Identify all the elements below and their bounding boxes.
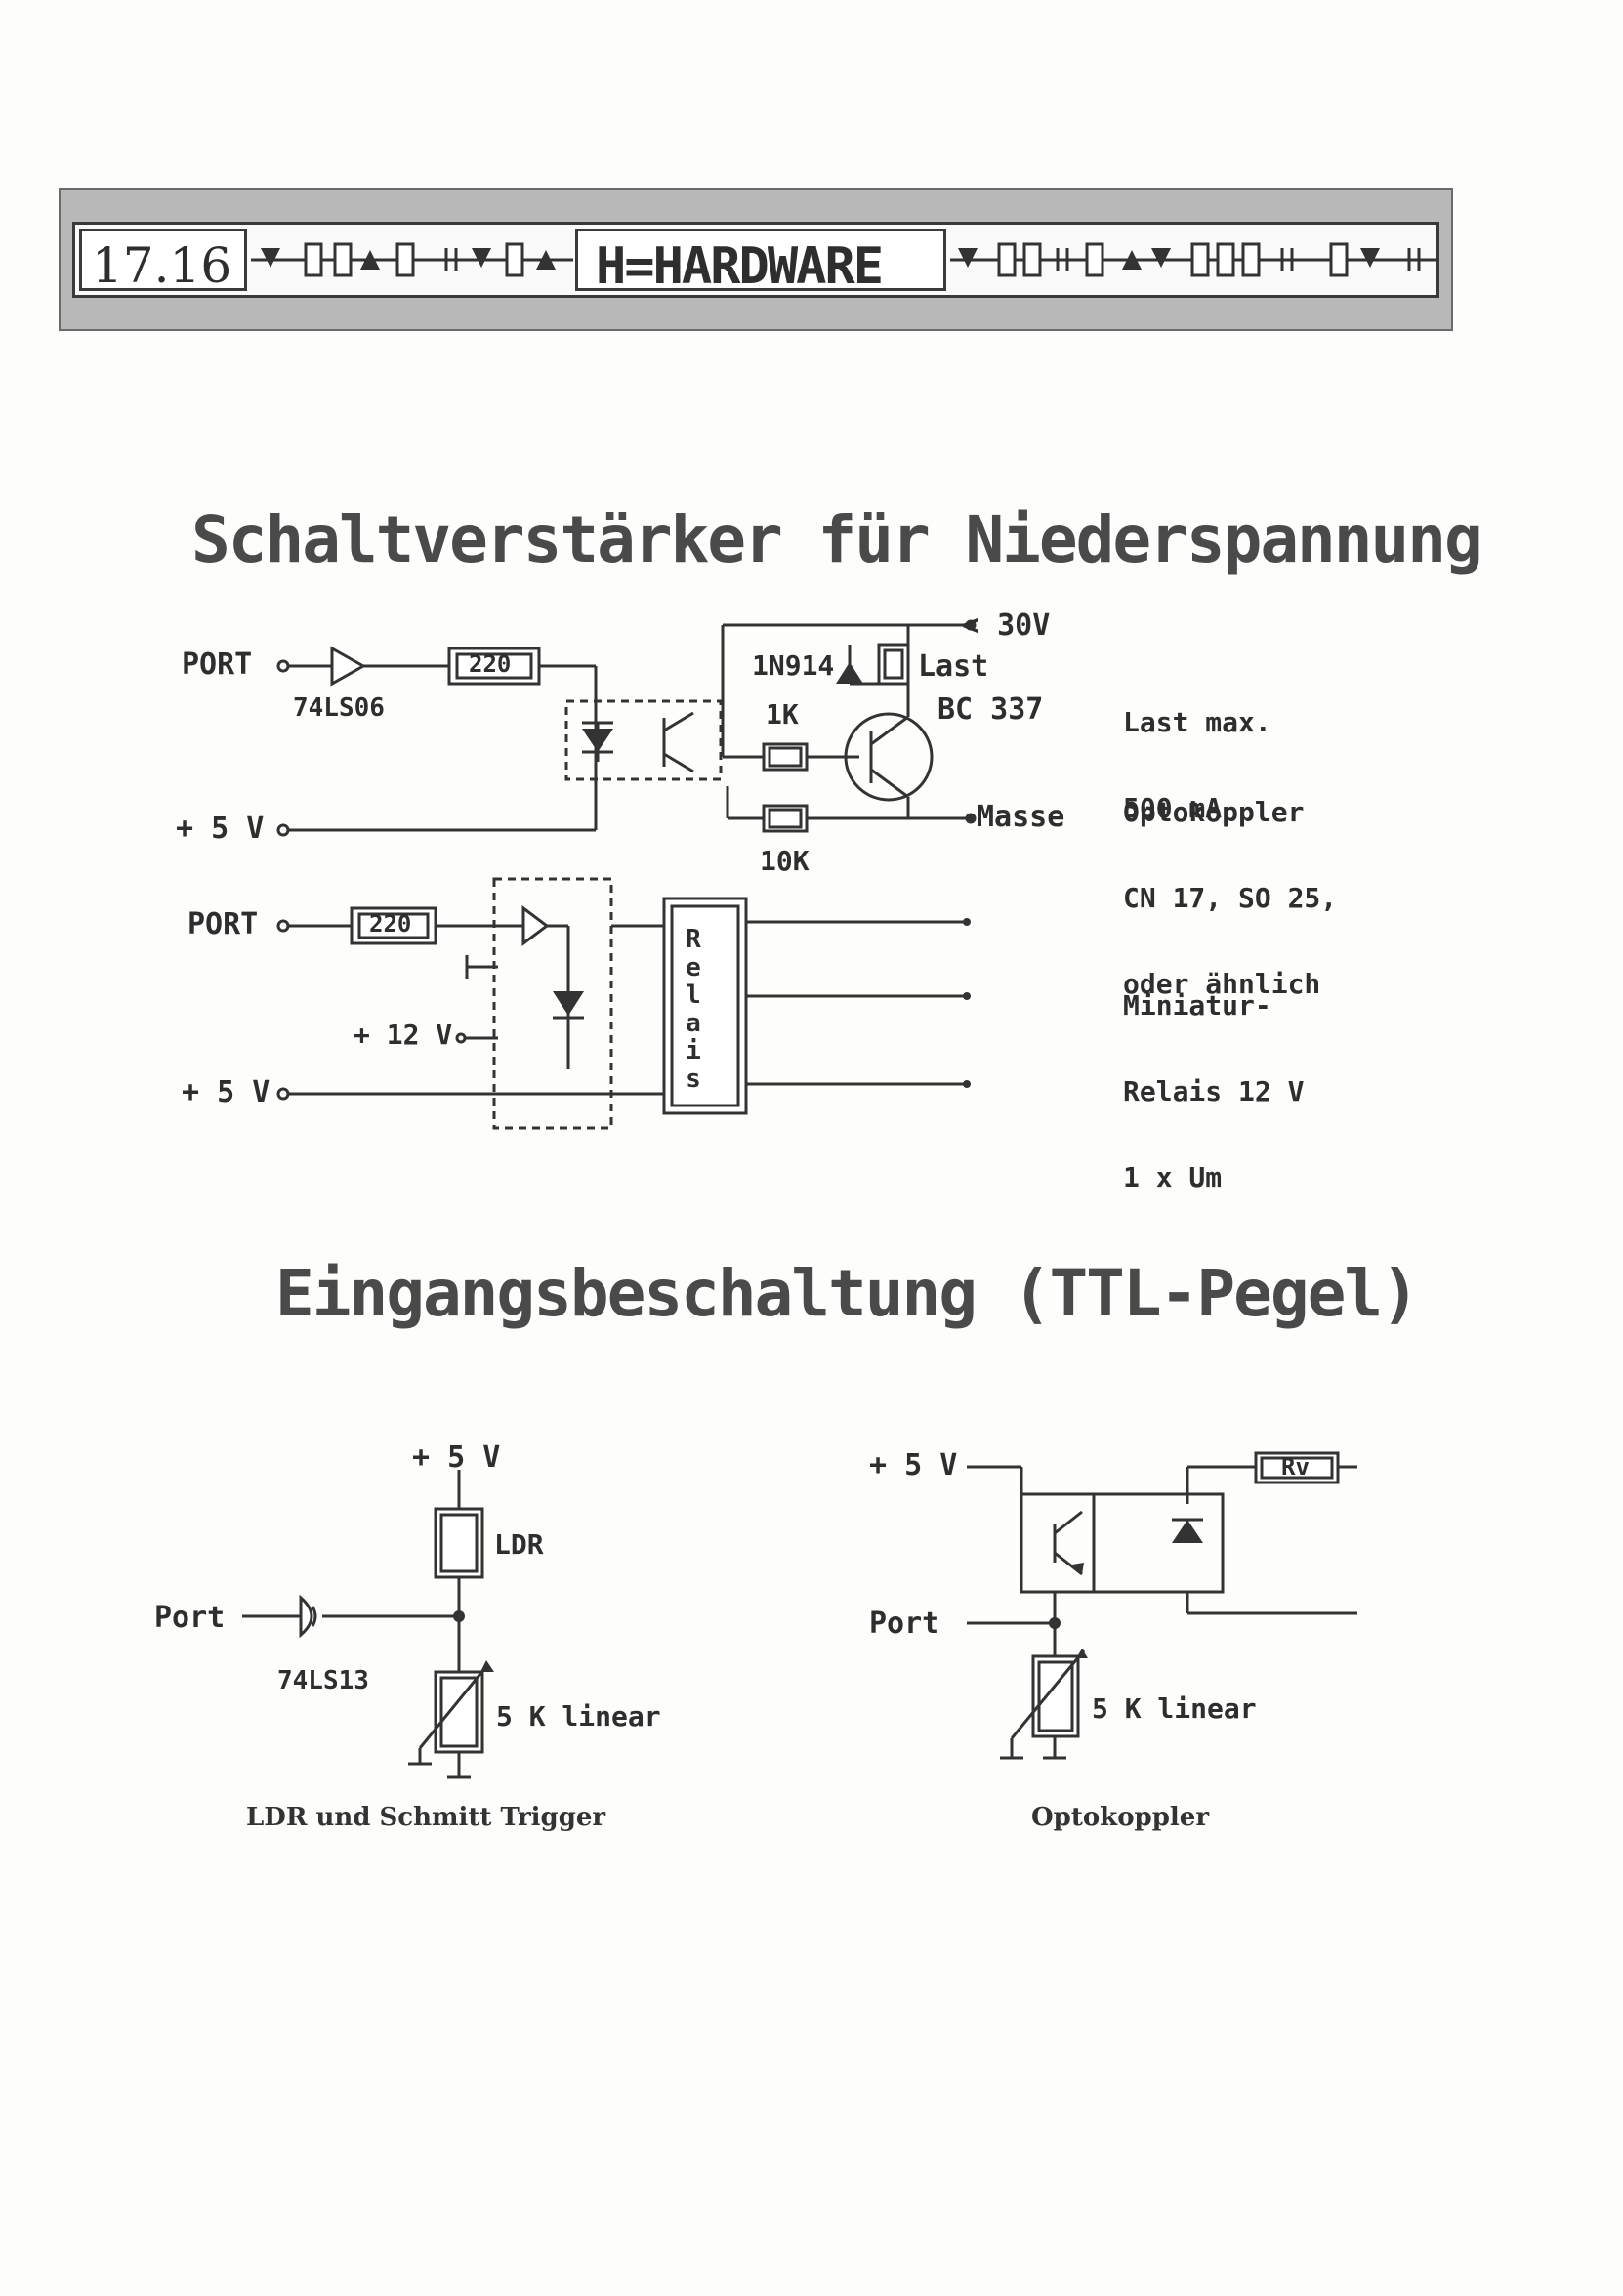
buffer-label: 74LS06: [293, 693, 385, 723]
v12-label: + 12 V: [354, 1019, 453, 1051]
note-line: Optokoppler: [1123, 795, 1305, 828]
note-line: Relais 12 V: [1123, 1074, 1305, 1107]
supply-label: < 30V: [962, 608, 1051, 643]
ic-74ls13-label: 74LS13: [277, 1666, 369, 1695]
section-title-input-circuit: Eingangsbeschaltung (TTL-Pegel): [275, 1256, 1420, 1331]
port-label: PORT: [182, 647, 253, 682]
ldr-label: LDR: [494, 1528, 544, 1561]
note-optocoupler: Optokoppler CN 17, SO 25, oder ähnlich: [1123, 740, 1337, 1056]
chapter-header-band: 17.16 H=HARDWARE: [59, 188, 1453, 331]
resistor-220-label-2: 220: [369, 910, 412, 938]
section-label-box: H=HARDWARE: [575, 229, 946, 296]
note-load-max: Last max. 500 mA: [1123, 650, 1271, 880]
port-label-2: PORT: [187, 907, 259, 941]
bottom-resistor-label: 10K: [760, 845, 810, 877]
component-strip-left-icon: [251, 242, 573, 277]
chapter-number: 17.16: [92, 237, 232, 294]
note-line: oder ähnlich: [1123, 968, 1321, 1001]
note-relay: Miniatur- Relais 12 V 1 x Um: [1123, 934, 1304, 1249]
vcc-label: + 5 V: [176, 812, 265, 846]
vcc-label-2: + 5 V: [182, 1075, 270, 1109]
transistor-label: BC 337: [937, 692, 1044, 727]
left-pot-label: 5 K linear: [496, 1700, 661, 1732]
chapter-number-box: 17.16: [79, 229, 247, 294]
base-resistor-label: 1K: [766, 698, 799, 731]
note-line: 500 mA: [1123, 791, 1223, 824]
right-port-label: Port: [869, 1607, 940, 1641]
resistor-220-label: 220: [469, 650, 512, 678]
right-pot-label: 5 K linear: [1092, 1692, 1257, 1725]
component-strip-right-icon: [950, 242, 1438, 277]
relay-label: Relais: [686, 925, 701, 1094]
note-line: CN 17, SO 25,: [1123, 881, 1338, 914]
rv-label: Rv: [1281, 1453, 1310, 1481]
diode-label: 1N914: [752, 649, 835, 682]
left-vcc-label: + 5 V: [412, 1440, 501, 1475]
section-title-switching-amplifier: Schaltverstärker für Niederspannung: [191, 502, 1483, 577]
ground-label: Masse: [977, 800, 1065, 834]
note-line: Last max.: [1123, 705, 1271, 738]
chapter-header: 17.16 H=HARDWARE: [72, 222, 1439, 298]
note-line: Miniatur-: [1123, 988, 1271, 1022]
note-line: 1 x Um: [1123, 1161, 1223, 1194]
load-label: Last: [918, 649, 989, 684]
left-caption: LDR und Schmitt Trigger: [246, 1803, 606, 1832]
right-vcc-label: + 5 V: [869, 1448, 958, 1482]
left-port-label: Port: [154, 1601, 226, 1635]
section-label: H=HARDWARE: [596, 237, 884, 296]
right-caption: Optokoppler: [1031, 1803, 1210, 1832]
